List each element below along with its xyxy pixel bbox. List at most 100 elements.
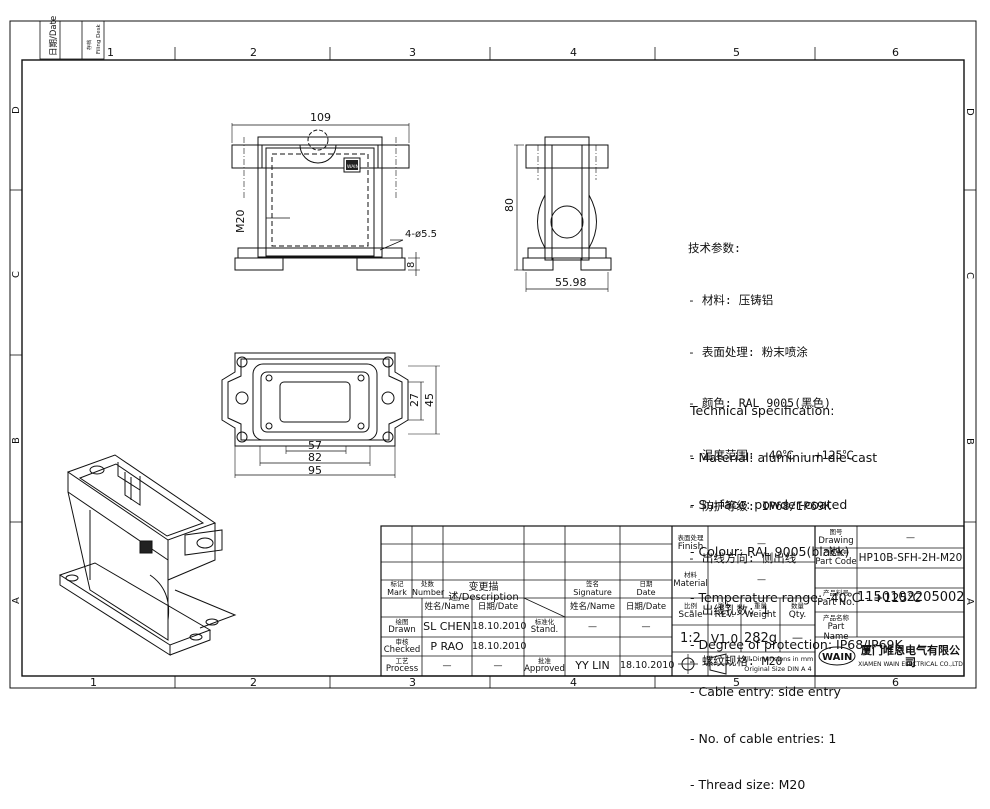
col-top-5: 5 [733,46,740,59]
dim-top-45: 45 [423,393,436,407]
tb-checked-date: 18.10.2010 [472,641,527,652]
row-left-d: D [11,106,22,114]
top-view [221,352,440,478]
column-labels: 1 2 3 4 5 6 1 2 3 4 5 6 [90,46,899,689]
tb-signature-label: 签名 Signature [565,580,620,598]
col-bottom-6: 6 [892,676,899,689]
row-right-c: C [964,272,975,279]
tb-date-cn: 日期 [639,580,653,588]
filing-desk-cn: 存档 [86,40,93,50]
tb-rev-en: REV. [714,610,735,620]
tb-approved-label: 批准 Approved [524,658,565,674]
tb-drawing-no-label: 图号 Drawing No. [815,528,857,557]
tb-scale-en: Scale [678,610,703,620]
tb-drawn-label: 绘图 Drawn [382,619,422,635]
dim-top-95: 95 [308,464,322,477]
tb-rev-label: 版本 REV. [708,603,741,621]
row-labels: D C B A D C B A [11,106,975,605]
spec-cn-line: - 出线方向: 侧出线 [688,551,797,566]
spec-en-line: - Cable entry: side entry [690,683,841,699]
tb-name-header-2: 姓名/Name [570,602,615,612]
dim-top-57: 57 [308,439,322,452]
tb-part-no-en: Part No. [817,597,855,608]
tb-description-label: 变更描述/Description [443,583,524,603]
dim-holes: 4-ø5.5 [405,229,437,240]
tb-finish-cn: 表面处理 [677,534,704,542]
row-left-a: A [11,597,22,604]
tb-sign-cn: 签名 [586,580,599,588]
tb-finish-en: Finish [677,542,704,552]
col-top-6: 6 [892,46,899,59]
dim-side-width: 55.98 [555,276,587,289]
tb-weight-value: 282g [743,631,778,646]
tb-dims-note-2: Original Size DIN A 4 [744,665,812,673]
tb-checked-label: 审核 Checked [382,639,422,655]
front-logo-text: WAIN [347,164,359,170]
tb-company-en: XIAMEN WAIN ELECTRICAL CO.,LTD [858,661,963,668]
col-top-1: 1 [107,46,114,59]
tb-part-code-cn: 产品代号 [823,549,849,557]
tb-part-no-value: 1150102205002 [857,590,965,605]
tb-weight-label: 重量 Weight [741,603,780,621]
tb-drawn-date: 18.10.2010 [472,621,527,632]
tb-stand-cn: 标准化 [534,618,555,626]
column-grid [10,47,976,688]
tb-drawing-no-value: — [906,533,915,543]
front-view [231,123,420,276]
tb-material-en: Material [673,579,708,589]
col-top-4: 4 [570,46,577,59]
tb-checked-name: P RAO [430,640,464,653]
tb-company-cn: 厦门唯恩电气有限公司 [861,644,960,669]
filing-tab: 日期/Date 存档 Filing Desk [39,16,105,60]
tb-stand-label: 标准化 Stand. [524,619,565,635]
tb-qty-value: — [792,631,803,644]
tb-date-header: 日期/Date [477,602,519,612]
col-bottom-3: 3 [409,676,416,689]
spec-en-title: Technical specification: [690,403,835,419]
dim-side-height: 80 [503,198,516,212]
row-right-a: A [964,598,975,605]
col-bottom-5: 5 [733,676,740,689]
spec-cn-title: 技术参数: [688,241,741,256]
tb-part-no-cn: 产品料号 [823,589,849,597]
tb-drawn-cn: 绘图 [395,618,409,626]
tb-stand-name: — [588,622,597,632]
tb-number-cn: 处数 [421,580,434,588]
projection-symbol [678,653,732,675]
tb-material-cn: 材料 [684,571,697,579]
col-bottom-2: 2 [250,676,257,689]
spec-en: Technical specification: - Material: alu… [690,372,921,809]
tb-part-name-en: Part Name [823,622,849,642]
tb-date-en: Date [636,588,656,597]
tb-number-label: 处数 Number [412,580,444,598]
tb-weight-en: Weight [744,610,777,620]
side-view [514,136,612,292]
tb-drawn-name: SL CHEN [423,620,471,633]
tb-part-code-label: 产品代号 Part Code [815,549,857,568]
tb-drawing-no-cn: 图号 [829,528,843,536]
tb-qty-cn: 数量 [791,602,804,610]
tb-dims-note: All Dimensions in mm Original Size DIN A… [741,654,815,674]
tb-rev-value: V1.0 [710,632,739,646]
tb-stand-en: Stand. [530,625,559,635]
tb-dims-note-1: All Dimensions in mm [742,655,814,663]
col-bottom-1: 1 [90,676,97,689]
tb-qty-label: 数量 Qty. [780,603,815,621]
tb-process-name: — [442,661,452,671]
spec-cn: 技术参数: - 材料: 压铸铝 - 表面处理: 粉末喷涂 - 颜色: RAL 9… [688,206,854,688]
tb-name-header: 姓名/Name [424,602,470,612]
tb-mark-label: 标记 Mark [383,580,411,598]
drawing-sheet: 日期/Date 存档 Filing Desk 1 2 3 4 5 6 1 2 3… [9,16,977,689]
spec-en-line: - Colour: RAL 9005(black) [690,543,850,559]
dim-front-width: 109 [310,111,331,124]
tb-part-name-label: 产品名称 Part Name [815,615,857,643]
tb-weight-cn: 重量 [754,602,767,610]
tb-process-cn: 工艺 [395,657,409,665]
spec-cn-line: - 温度范围: -40℃ - +125℃ [688,447,854,462]
isometric-view [58,454,237,656]
dim-top-82: 82 [308,451,322,464]
tb-approved-en: Approved [524,664,565,674]
tb-scale-label: 比例 Scale [673,603,708,621]
tb-mark-cn: 标记 [390,580,404,588]
dim-top-27: 27 [408,393,421,407]
